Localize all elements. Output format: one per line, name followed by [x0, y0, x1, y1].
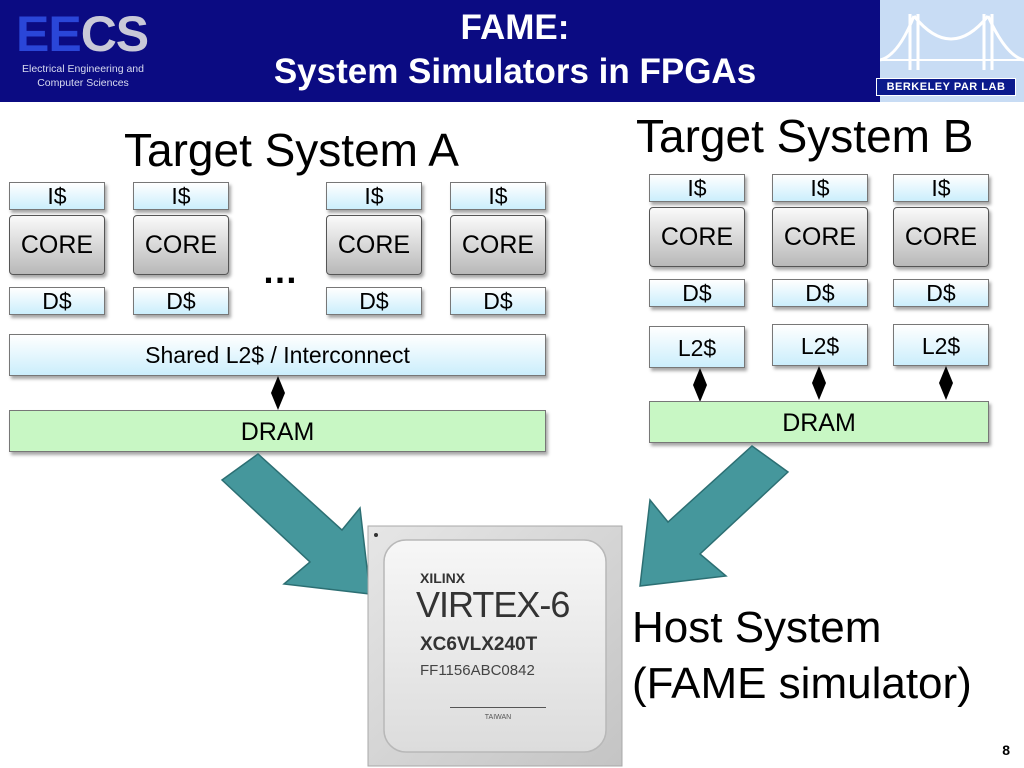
chip-brand: XILINX	[420, 570, 466, 586]
system-a-dcache-3: D$	[326, 287, 422, 315]
fpga-chip-icon	[367, 525, 623, 767]
system-a-dcache-2: D$	[133, 287, 229, 315]
bridge-icon	[879, 14, 1024, 70]
eecs-logo-word: EECS	[16, 6, 149, 62]
system-a-icache-2: I$	[133, 182, 229, 210]
host-system-label: Host System (FAME simulator)	[632, 600, 972, 712]
chip-origin: TAIWAN	[484, 714, 512, 721]
system-a-icache-1: I$	[9, 182, 105, 210]
system-a-shared-l2: Shared L2$ / Interconnect	[9, 334, 546, 376]
slide-title-line-1: FAME:	[460, 8, 570, 47]
system-a-core-1: CORE	[9, 215, 105, 275]
host-system-line-2: (FAME simulator)	[632, 659, 972, 708]
system-a-dram: DRAM	[9, 410, 546, 452]
system-a-dcache-1: D$	[9, 287, 105, 315]
system-a-core-3: CORE	[326, 215, 422, 275]
system-b-dcache-3: D$	[893, 279, 989, 307]
system-b-l2-dram-link-2	[812, 366, 826, 400]
chip-generation: -6	[539, 584, 570, 625]
system-b-l2-dram-link-3	[939, 366, 953, 400]
host-system-line-1: Host System	[632, 603, 882, 652]
system-a-icache-3: I$	[326, 182, 422, 210]
system-b-l2-3: L2$	[893, 324, 989, 366]
eecs-logo-subtitle: Electrical Engineering and Computer Scie…	[8, 62, 158, 90]
arrow-b-to-host-icon	[639, 445, 790, 587]
logo-ee: EE	[16, 6, 82, 62]
system-b-core-1: CORE	[649, 207, 745, 267]
system-a-dcache-4: D$	[450, 287, 546, 315]
system-b-icache-2: I$	[772, 174, 868, 202]
slide-title-line-2: System Simulators in FPGAs	[273, 52, 757, 91]
fpga-chip: XILINX VIRTEX-6 XC6VLX240T FF1156ABC0842…	[366, 524, 624, 768]
system-b-l2-1: L2$	[649, 326, 745, 368]
target-system-b-title: Target System B	[636, 110, 974, 162]
slide-header	[0, 0, 1024, 102]
arrow-a-to-host-icon	[220, 453, 371, 595]
chip-family-row: VIRTEX-6	[416, 584, 570, 626]
system-b-dcache-1: D$	[649, 279, 745, 307]
slide-page-number: 8	[1002, 742, 1010, 758]
system-b-core-2: CORE	[772, 207, 868, 267]
chip-divider	[450, 707, 546, 708]
eecs-logo: EECS Electrical Engineering and Computer…	[8, 4, 158, 94]
system-b-dram: DRAM	[649, 401, 989, 443]
logo-line-1: Electrical Engineering and	[22, 63, 144, 75]
system-b-l2-dram-link-1	[693, 368, 707, 402]
chip-part-number: XC6VLX240T	[420, 634, 538, 655]
system-a-l2-dram-link	[271, 376, 285, 410]
par-lab-label: BERKELEY PAR LAB	[876, 78, 1016, 96]
system-b-icache-3: I$	[893, 174, 989, 202]
logo-cs: CS	[80, 6, 149, 62]
chip-family: VIRTEX	[416, 584, 540, 625]
system-b-core-3: CORE	[893, 207, 989, 267]
slide-title: FAME: System Simulators in FPGAs	[170, 6, 860, 94]
target-system-a-title: Target System A	[124, 124, 459, 176]
chip-lot-code: FF1156ABC0842	[420, 662, 535, 679]
system-b-l2-2: L2$	[772, 324, 868, 366]
system-a-icache-4: I$	[450, 182, 546, 210]
system-b-dcache-2: D$	[772, 279, 868, 307]
system-b-icache-1: I$	[649, 174, 745, 202]
system-a-ellipsis: …	[262, 250, 298, 291]
par-lab-logo	[879, 0, 1024, 102]
logo-line-2: Computer Sciences	[37, 77, 129, 89]
system-a-core-2: CORE	[133, 215, 229, 275]
system-a-core-4: CORE	[450, 215, 546, 275]
